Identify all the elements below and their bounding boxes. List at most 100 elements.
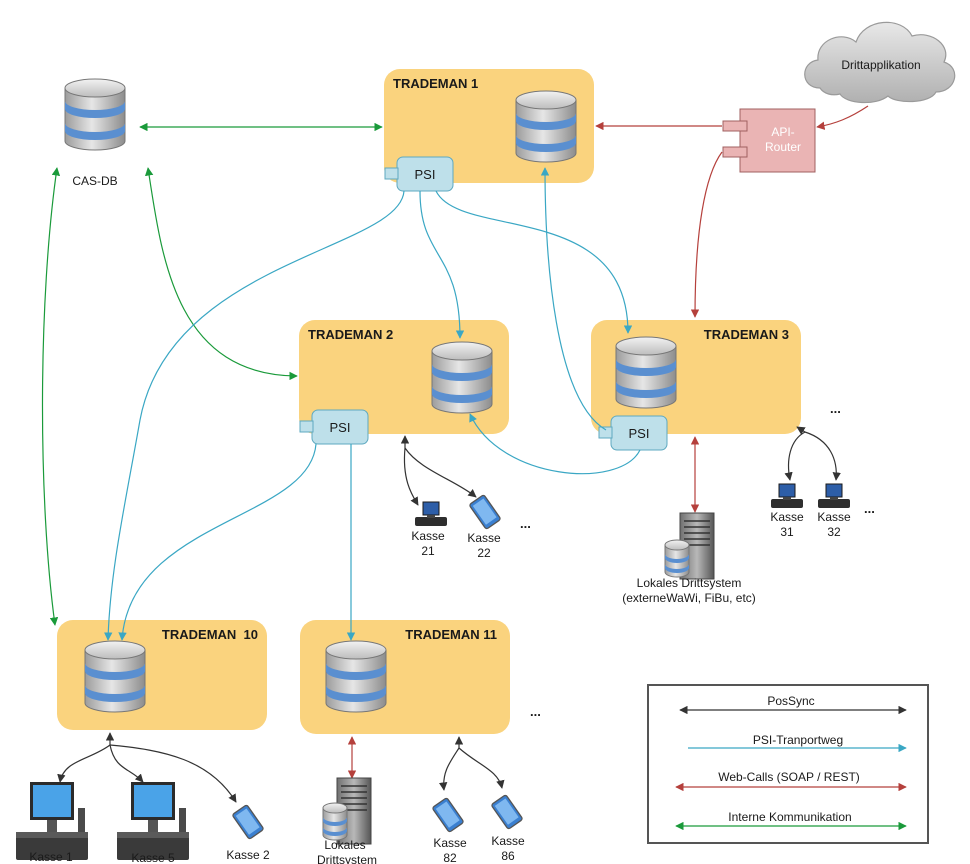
legend-psi: PSI-Tranportweg [688,733,907,753]
svg-text:32: 32 [827,525,841,539]
kasse-31: Kasse 31 [770,483,804,539]
psi1-to-tm3-connector [435,190,633,334]
legend-web-calls: Web-Calls (SOAP / REST) [675,770,907,792]
tm10-to-kasse1-connector [57,744,111,783]
psi2-to-tm10-connector [118,443,317,641]
api-router: API- Router [722,108,816,173]
kasse-82: Kasse 82 [431,796,467,864]
svg-text:Drittsystem: Drittsystem [317,853,377,864]
trademan-3: TRADEMAN 3 PSI [591,320,801,451]
legend-possync: PosSync [679,694,907,715]
database-icon [664,539,690,578]
svg-text:21: 21 [421,544,435,558]
pos-terminal-icon [770,483,804,509]
svg-text:Kasse: Kasse [467,531,501,545]
svg-text:Lokales Drittsystem: Lokales Drittsystem [637,576,742,590]
api-router-label-2: Router [765,140,801,154]
svg-text:Kasse: Kasse [433,836,467,850]
tm3-to-kasse31-connector [784,431,806,481]
trademan-1: TRADEMAN 1 PSI [384,69,594,192]
kasse-5: Kasse 5 [117,782,189,864]
trademan-11-database-icon [325,640,387,713]
trademan-3-database-icon [615,336,677,409]
drittapplikation-cloud: Drittapplikation [804,21,956,104]
kasse-86: Kasse 86 [490,793,525,863]
web-call-connectors [347,105,869,779]
kasse-32: Kasse 32 [817,483,851,539]
router-to-tm3-connector [690,151,723,318]
tm2-more-ellipsis: ... [520,516,531,531]
trademan-11: TRADEMAN 11 [300,620,510,734]
trademan-2-label: TRADEMAN 2 [308,327,393,342]
svg-text:Kasse: Kasse [817,510,851,524]
pos-terminal-icon [16,782,88,860]
cloud-icon [804,21,956,104]
trademan-1-label: TRADEMAN 1 [393,76,478,91]
svg-text:22: 22 [477,546,491,560]
cas-db: CAS-DB [64,78,126,188]
pos-terminal-icon [817,483,851,509]
psi3-to-tm2-connector [469,413,641,475]
tablet-icon [490,793,524,831]
svg-text:PSI: PSI [330,420,351,435]
tm2-to-kasse21-connector [403,447,419,506]
svg-text:(externeWaWi, FiBu, etc): (externeWaWi, FiBu, etc) [622,591,756,605]
tm11-to-kasse86-connector [458,747,505,789]
psi1-to-tm2-connector [419,190,465,339]
drittapplikation-label: Drittapplikation [841,58,920,72]
lokales-drittsystem-11: Lokales Drittsystem [317,777,377,864]
cas-db-database-icon [64,78,126,151]
tm10-to-kasse5-connector [109,744,144,783]
cas-to-tm2-connector [144,167,298,381]
svg-text:Web-Calls (SOAP / REST): Web-Calls (SOAP / REST) [718,770,860,784]
tablet-icon [431,796,465,834]
psi3-to-tm1-connector [540,167,607,431]
svg-text:Kasse 2: Kasse 2 [226,848,270,862]
trademan-1-psi: PSI [384,156,454,192]
trademan-3-label: TRADEMAN 3 [704,327,789,342]
tm11-to-kasse82-connector [438,747,460,791]
possync-connectors [57,426,841,803]
legend: PosSync PSI-Tranportweg Web-Calls (SOAP … [647,684,929,844]
kasse-1: Kasse 1 [16,782,88,864]
trademan-3-psi: PSI [598,415,668,451]
kasse-2: Kasse 2 [226,803,270,862]
svg-text:86: 86 [501,849,515,863]
tablet-icon [231,803,265,841]
svg-text:PSI-Tranportweg: PSI-Tranportweg [753,733,843,747]
database-icon [322,802,348,841]
pos-terminal-icon [414,501,448,527]
svg-text:Kasse: Kasse [491,834,525,848]
tm3-to-kasse32-connector [804,431,841,481]
kasse-22: Kasse 22 [467,493,502,560]
svg-text:Interne Kommunikation: Interne Kommunikation [728,810,851,824]
api-router-label-1: API- [771,125,794,139]
tm2-to-kasse22-connector [404,447,477,498]
cloud-to-router-connector [816,105,869,130]
tm3-kassen-more-ellipsis: ... [864,501,875,516]
cas-db-label: CAS-DB [72,174,117,188]
svg-text:Kasse 1: Kasse 1 [29,850,73,864]
lokales-drittsystem-3: Lokales Drittsystem (externeWaWi, FiBu, … [622,512,756,605]
svg-text:PSI: PSI [629,426,650,441]
svg-text:82: 82 [443,851,457,864]
pos-terminal-icon [117,782,189,860]
trademan-10-database-icon [84,640,146,713]
svg-text:31: 31 [780,525,794,539]
tm3-more-ellipsis: ... [830,401,841,416]
svg-text:Kasse: Kasse [411,529,445,543]
psi-connectors [104,167,641,641]
svg-text:PSI: PSI [415,167,436,182]
tablet-icon [468,493,502,531]
svg-text:Lokales: Lokales [324,838,365,852]
trademan-10-label: TRADEMAN 10 [162,627,258,642]
trademan-1-database-icon [515,90,577,163]
trademan-10: TRADEMAN 10 [57,620,267,730]
kasse-21: Kasse 21 [411,501,448,558]
trademan-2-database-icon [431,341,493,414]
svg-text:Kasse: Kasse [770,510,804,524]
internal-connectors [41,122,383,626]
legend-intern: Interne Kommunikation [675,810,907,831]
psi1-to-tm10-connector [104,190,405,641]
svg-text:PosSync: PosSync [767,694,814,708]
